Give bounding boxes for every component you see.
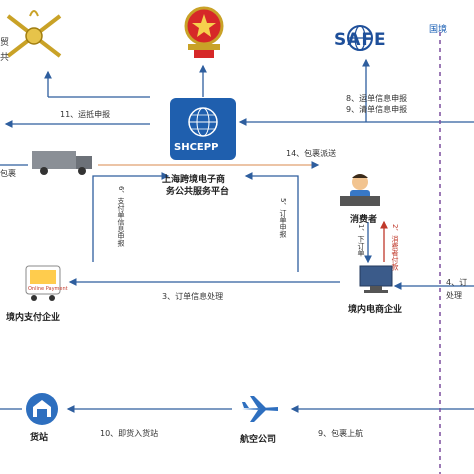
shcepp-logo-text: SHCEPP	[174, 142, 219, 153]
cargo-station	[24, 392, 60, 426]
border-label: 国境	[429, 25, 448, 35]
safe-text: SAFE	[334, 30, 387, 50]
globe-icon	[347, 25, 373, 51]
customs-emblem-left: 贸 共	[0, 6, 70, 64]
flow-8-label: 8、运单信息申报	[346, 94, 408, 103]
flow-11-label: 11、运抵申报	[60, 110, 111, 119]
consumer-label: 消费者	[350, 215, 378, 225]
shcepp-logo: SHCEPP	[170, 98, 236, 160]
flow-left-parcel-label: 包裹	[0, 169, 16, 178]
airline	[240, 394, 280, 424]
globe-grid-icon	[188, 107, 218, 137]
left-agency-partial-text: 贸 共	[0, 38, 10, 63]
flow-9-label: 9、清单信息申报	[346, 105, 408, 114]
key-caduceus-icon	[6, 10, 62, 58]
consumer-figure	[336, 170, 384, 210]
emblem-icon	[184, 6, 224, 58]
truck-icon	[32, 151, 92, 175]
ecommerce-figure	[356, 262, 396, 296]
safe-logo: SAFE	[330, 20, 410, 60]
arrow-5	[244, 172, 299, 272]
flow-3-label: 3、订单信息处理	[162, 292, 224, 301]
flow-5-label: 5、订单申报	[279, 198, 287, 238]
warehouse-icon	[26, 393, 58, 425]
arrow-6	[92, 172, 170, 262]
airline-label: 航空公司	[240, 435, 277, 445]
flow-4-partial-1: 4、订	[446, 278, 468, 287]
consumer-icon	[340, 174, 380, 206]
flow-4-partial-2: 处理	[446, 291, 462, 300]
platform-name-line1: 上海跨境电子商	[162, 175, 226, 185]
shopping-cart-icon	[25, 265, 61, 301]
national-emblem	[178, 4, 230, 62]
online-payment-text: Online Payment	[28, 286, 68, 292]
flow-9b-label: 9、包裹上航	[318, 429, 364, 438]
computer-icon	[359, 265, 393, 293]
platform-name-line2: 务公共服务平台	[166, 187, 230, 197]
airplane-icon	[242, 396, 278, 422]
flow-2-label: 2、消费者付款	[391, 224, 399, 271]
payment-label: 境内支付企业	[6, 313, 61, 323]
flow-10-label: 10、即货入货站	[100, 429, 159, 438]
flow-6-label: 6、支付单信息申报	[117, 186, 125, 247]
flow-1-label: 1、下订单	[357, 224, 365, 257]
ecommerce-label: 境内电商企业	[348, 305, 403, 315]
flow-14-label: 14、包裹派送	[286, 149, 337, 158]
cargo-station-label: 货站	[30, 433, 49, 443]
truck	[30, 147, 96, 177]
online-payment: Online Payment	[20, 258, 70, 304]
